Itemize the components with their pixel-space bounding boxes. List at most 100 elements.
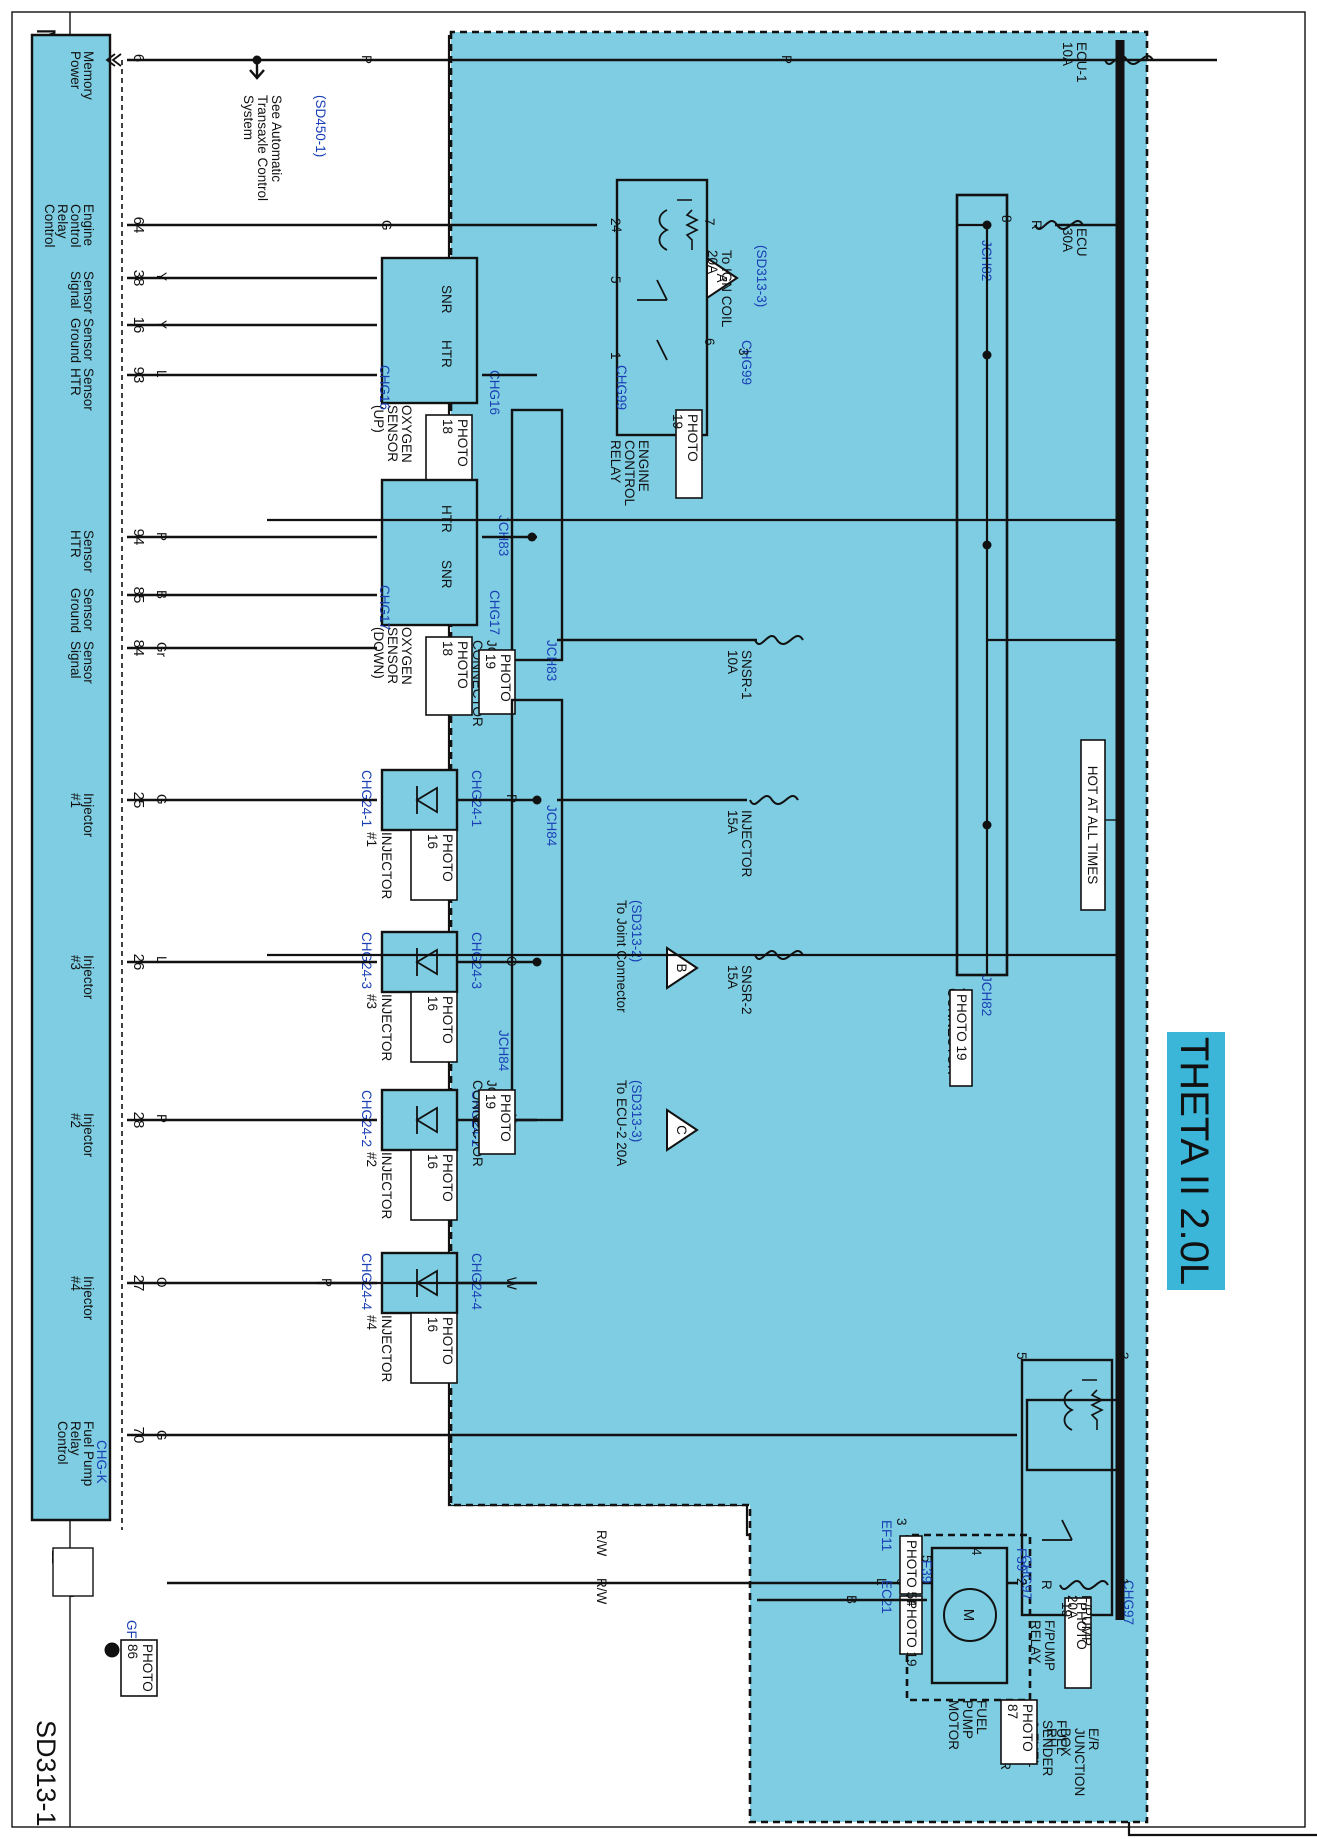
injector-2-conn-a: CHG24-3 [469, 932, 484, 989]
fpump-fuse-label: F/PUMP20A [1065, 1595, 1094, 1646]
fpr-coil [1063, 1389, 1075, 1431]
f39-pin-4: 4 [969, 1548, 984, 1556]
injector-3-ecm-color: P [154, 1114, 169, 1123]
injector-3-photo-text: PHOTO16 [425, 1154, 455, 1202]
f39-pin-5: 5 [919, 1555, 934, 1563]
ecm-pin-6: 6 [130, 54, 147, 62]
ecu1-fuse-label: ECU-110A [1060, 42, 1089, 83]
ecm-pin-label-84: SensorSignal [68, 641, 96, 684]
o2down-ground-color: B [154, 590, 169, 599]
injector-4-photo [410, 1312, 458, 1384]
injector-1-conn-b: CHG24-1 [359, 770, 374, 827]
ecm-pin-label-38: SensorSignal [68, 271, 96, 314]
f39-label-b: F39 [919, 1560, 934, 1583]
ecm-pin-label-16: SensorGround [68, 318, 96, 363]
none [447, 35, 1317, 1837]
fpr-coil-resistor [1082, 1379, 1104, 1430]
fuel-pump-ground-color: B [844, 1595, 859, 1604]
ecu2-letter-c: C [674, 1125, 689, 1135]
injector-2-label: INJECTOR [379, 994, 394, 1062]
see-ats-arrow [249, 60, 265, 80]
injector-3-photo [410, 1149, 458, 1221]
see-ats-code: (SD450-1) [313, 95, 328, 157]
snsr2-fuse-label: SNSR-215A [725, 965, 754, 1015]
jch83-joint-connector [510, 408, 564, 662]
ecm-photo-box [52, 1547, 94, 1597]
ecu2-ref: To ECU-2 20A [614, 1080, 629, 1166]
o2-sensor-up-photo-text: PHOTO18 [440, 419, 470, 467]
fuel-sender-photo-text: PHOTO87 [1005, 1704, 1035, 1752]
o2up-htr-color: L [154, 370, 169, 378]
fuel-pump-motor-symbol [943, 1588, 997, 1642]
chg97-label-a: CHG97 [1019, 1555, 1034, 1600]
injector-2-photo-text: PHOTO16 [425, 996, 455, 1044]
ecm-pin-label-26: Injector#3 [68, 955, 96, 1000]
ign-coil-letter-a: A [714, 273, 729, 282]
ec21-photo-text: PHOTO 19 [904, 1600, 919, 1667]
injector-1-box [380, 768, 459, 832]
jch84-joint-connector [510, 698, 564, 1122]
ecm-pin-label-28: Injector#2 [68, 1113, 96, 1158]
ec21-photo [899, 1595, 923, 1655]
fuel-pump-motor-label: FUELPUMPMOTOR [946, 1700, 989, 1750]
jch82-photo [949, 989, 973, 1087]
memory-power-chevron [105, 53, 122, 67]
injector-3-box [380, 1088, 459, 1152]
injector-4-ecm-color: O [154, 1277, 169, 1288]
jch82-photo-text: PHOTO 19 [954, 994, 969, 1061]
chg99-label-a: CHG99 [614, 365, 629, 410]
fpr-photo [1064, 1597, 1092, 1689]
ecr-pin-6: 6 [702, 338, 717, 346]
fuel-pump-motor-m: M [960, 1609, 977, 1622]
injector-2-conn-b: CHG24-3 [359, 932, 374, 989]
engine-control-relay [615, 178, 709, 437]
snsr1-fuse [754, 635, 804, 645]
o2down-snr: SNR [439, 560, 454, 589]
ec21-label: EC21 [879, 1580, 894, 1614]
page-code: SD313-1 [31, 1720, 61, 1827]
fpr-switch [1042, 1519, 1073, 1541]
ign-coil-arrow-a [706, 256, 739, 300]
jch83-label-b: JCH83 [544, 640, 559, 681]
engine-badge-text: THETA II 2.0L [1172, 1037, 1216, 1285]
relay-control-color: G [379, 220, 394, 231]
o2up-htr: HTR [439, 340, 454, 368]
injector-4-label: INJECTOR [379, 1315, 394, 1383]
ef11-photo [899, 1535, 923, 1595]
ecm-pin-label-25: Injector#1 [68, 793, 96, 838]
fpr-pin-2: 2 [1014, 1578, 1029, 1586]
fuel-feed-color-rw-a: R/W [594, 1530, 609, 1557]
ecm-pin-label-94: SensorHTR [68, 530, 96, 573]
ecr-pin-3: 3 [736, 348, 751, 356]
injector-2-photo [410, 991, 458, 1063]
fuel-feed-color-l: L [874, 1578, 889, 1586]
injector-3-symbol [415, 1106, 438, 1134]
injector-4-photo-text: PHOTO16 [425, 1317, 455, 1365]
fpr-pin-1: 1 [1116, 1578, 1131, 1586]
ecm-box [30, 33, 112, 1522]
f39-label-a: F39 [1014, 1548, 1029, 1571]
o2up-signal-color: Y [154, 272, 169, 281]
chg99-label-b: CHG99 [739, 340, 754, 385]
memory-power-color-a: P [359, 55, 374, 64]
ecr-pin-1: 1 [608, 352, 623, 360]
see-ats-label: See AutomaticTransaxle ControlSystem [241, 95, 284, 201]
ecm-pin-label-27: Injector#4 [68, 1276, 96, 1321]
ecm-pin-label-85: SensorGround [68, 588, 96, 633]
injector-3-label: INJECTOR [379, 1152, 394, 1220]
chg97-label-b: CHG97 [1121, 1580, 1136, 1625]
ef11-photo-text: PHOTO 54 [904, 1540, 919, 1607]
injector-3-conn-b: CHG24-2 [359, 1090, 374, 1147]
ecr-coil-resistor [677, 199, 699, 250]
chg16-label-b: CHG16 [487, 370, 502, 415]
chg17-label-b: CHG17 [487, 590, 502, 635]
o2-sensor-up-label: OXYGENSENSOR(UP) [371, 405, 414, 463]
engine-badge [1167, 1032, 1225, 1290]
injector-1-photo-text: PHOTO16 [425, 834, 455, 882]
o2up-snr: SNR [439, 285, 454, 314]
ecm-pin-label-6: MemoryPower [68, 51, 96, 100]
injector-2-ecm-color: L [154, 956, 169, 964]
ef11-pin: 3 [894, 1518, 909, 1526]
